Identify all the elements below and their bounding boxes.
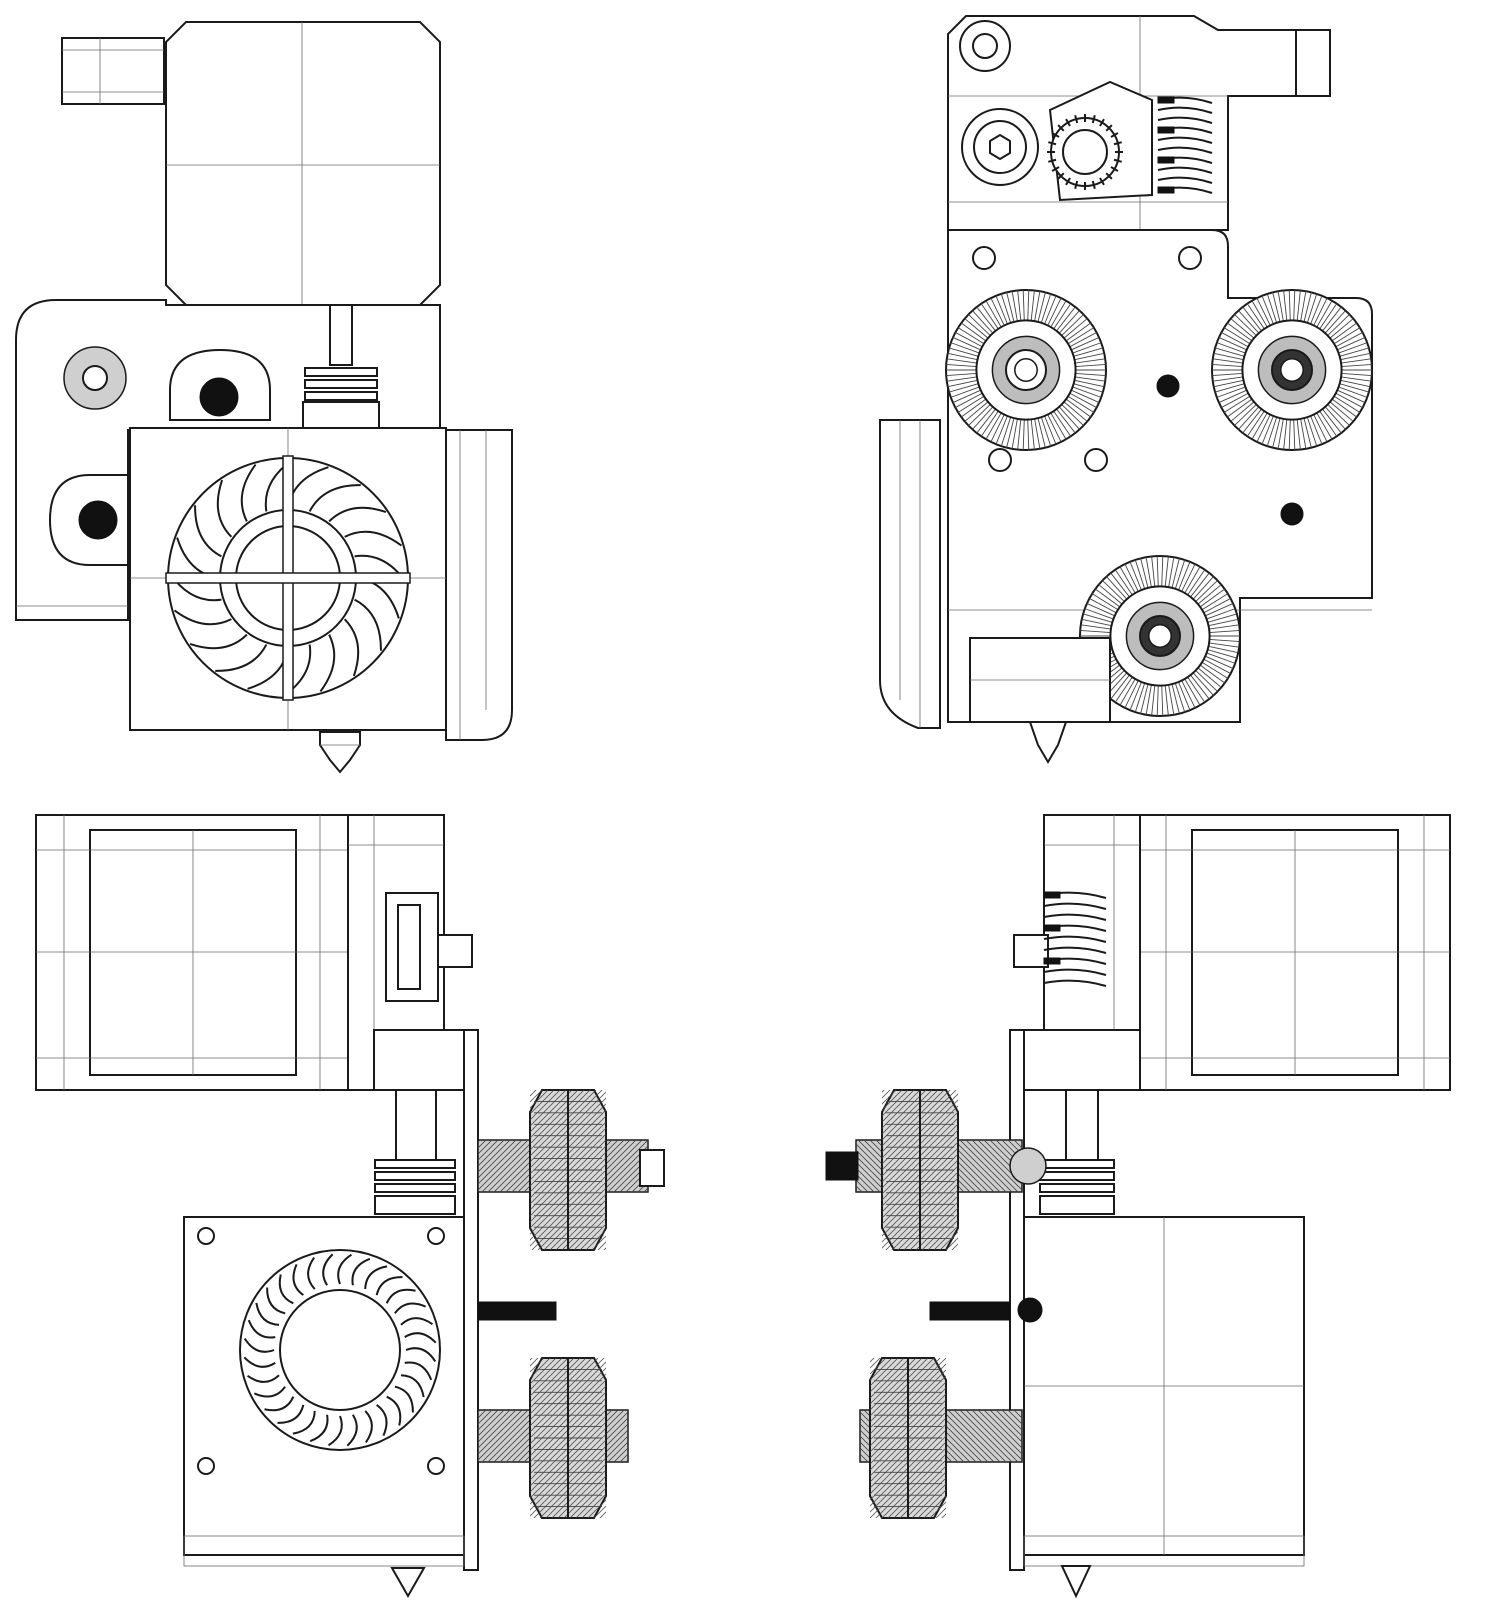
bolt-head — [78, 500, 118, 540]
spacer-rod — [477, 1301, 557, 1321]
filament-inlet — [61, 37, 165, 105]
nozzle — [1060, 1565, 1092, 1599]
spacer-rod — [929, 1301, 1011, 1321]
v-wheel — [881, 1089, 959, 1251]
v-wheel — [945, 289, 1107, 451]
v-wheel — [869, 1357, 947, 1519]
filament-outlet — [1295, 29, 1331, 97]
heat-break — [329, 304, 353, 366]
v-wheel — [529, 1089, 607, 1251]
stepper-motor-face — [165, 21, 441, 306]
fan-duct — [445, 429, 513, 741]
extruder-gearbox — [1043, 814, 1141, 1031]
left-side-view — [35, 814, 665, 1599]
heatsink-fins — [304, 367, 378, 401]
v-wheel — [1211, 289, 1373, 451]
bolt-head — [959, 20, 1011, 72]
v-wheel — [529, 1357, 607, 1519]
nozzle — [390, 1567, 426, 1599]
fan-duct — [879, 419, 941, 729]
carriage-plate-edge — [1009, 1029, 1025, 1571]
back-view — [879, 15, 1373, 764]
fan-blades — [243, 1253, 437, 1447]
v-wheel — [1079, 555, 1241, 717]
heatsink-fins — [1039, 1159, 1115, 1215]
carriage-plate-edge — [463, 1029, 479, 1571]
front-view — [15, 21, 513, 774]
tension-spring — [1043, 891, 1107, 987]
nozzle — [319, 731, 361, 774]
heatsink-fins — [374, 1159, 456, 1215]
right-side-view — [825, 814, 1451, 1599]
nozzle — [1028, 721, 1068, 764]
bolt-head — [199, 377, 239, 417]
tension-spring — [1157, 96, 1213, 194]
